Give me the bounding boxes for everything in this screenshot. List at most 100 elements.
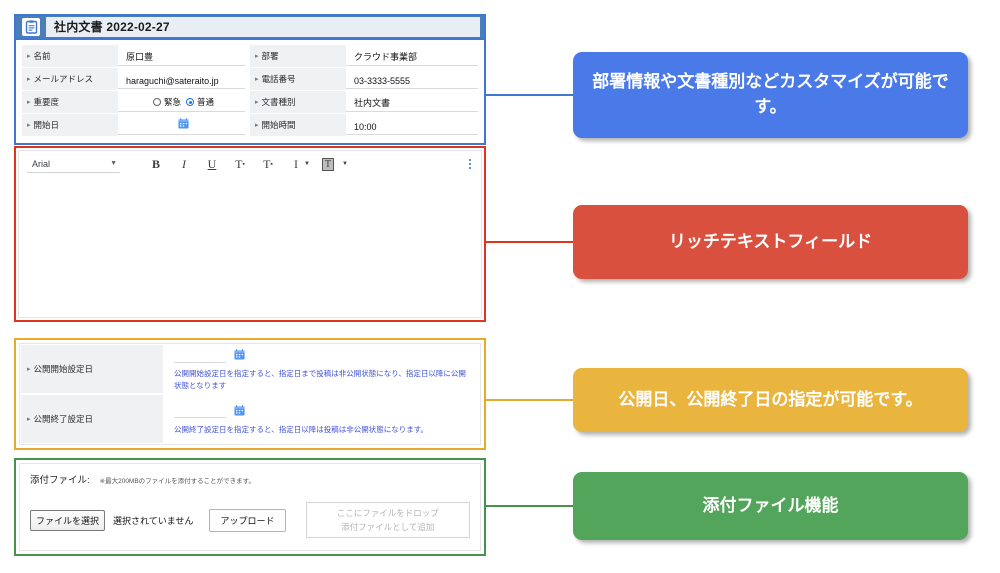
field-label: ▸ 電話番号: [250, 68, 346, 90]
superscript-button[interactable]: T▪: [235, 156, 245, 171]
radio-button-icon[interactable]: [152, 98, 161, 106]
field-label: ▸ メールアドレス: [22, 68, 118, 90]
priority-radio-field: 緊急 普通: [118, 91, 245, 112]
form-column-left: ▸ 名前 原口豊 ▸ メールアドレス haraguchi@sateraito.j…: [22, 45, 250, 137]
field-label: ▸ 文書種別: [250, 91, 346, 113]
form-row-department: ▸ 部署 クラウド事業部: [250, 45, 478, 68]
highlight-color-button[interactable]: T: [314, 153, 342, 175]
field-label-text: 公開終了設定日: [33, 414, 94, 424]
editor-highlight-frame: Arial ▼ B I U T▪ T▪ I ▼ T ▼: [14, 146, 486, 322]
bold-button[interactable]: B: [151, 156, 160, 171]
publish-end-content: 公開終了設定日を指定すると、指定日以降は投稿は非公開状態になります。: [164, 394, 480, 444]
document-type-input[interactable]: 社内文書: [346, 91, 478, 112]
dropzone-line-1: ここにファイルをドロップ: [336, 508, 439, 518]
highlight-color-glyph: T: [321, 157, 334, 171]
text-color-glyph: I: [294, 156, 298, 171]
chevron-down-icon: ▼: [110, 160, 117, 167]
field-label-text: 開始日: [33, 120, 60, 130]
upload-button[interactable]: アップロード: [209, 508, 286, 532]
page-title: 社内文書 2022-02-27: [46, 17, 480, 37]
dates-container: ▸ 公開開始設定日: [19, 343, 481, 445]
field-label-text: メールアドレス: [33, 74, 94, 84]
kebab-menu-icon[interactable]: [469, 159, 473, 169]
bullet-icon: ▸: [255, 52, 259, 60]
attachment-header: 添付ファイル: ※最大200MBのファイルを添付することができます。: [30, 472, 470, 486]
text-color-button[interactable]: I: [282, 153, 310, 175]
bullet-icon: ▸: [255, 98, 259, 106]
publish-start-date-input[interactable]: [174, 350, 226, 363]
callout-publish-dates: 公開日、公開終了日の指定が可能です。: [573, 368, 968, 432]
editor-toolbar: Arial ▼ B I U T▪ T▪ I ▼ T ▼: [19, 151, 481, 177]
field-label-text: 電話番号: [261, 74, 296, 84]
start-date-input[interactable]: [118, 114, 245, 135]
radio-label: 緊急: [163, 97, 181, 107]
form-row-phone: ▸ 電話番号 03-3333-5555: [250, 68, 478, 91]
font-family-value: Arial: [32, 158, 51, 169]
phone-input[interactable]: 03-3333-5555: [346, 68, 478, 89]
field-label: ▸ 開始時間: [250, 114, 346, 136]
department-input[interactable]: クラウド事業部: [346, 45, 478, 66]
connector-line-form: [484, 94, 576, 96]
field-label-text: 文書種別: [261, 97, 296, 107]
clipboard-document-icon: [22, 18, 40, 36]
publish-end-row: ▸ 公開終了設定日: [20, 394, 480, 444]
radio-button-selected-icon[interactable]: [186, 98, 194, 106]
calendar-icon[interactable]: [234, 347, 245, 365]
callout-form-customization: 部署情報や文書種別などカスタマイズが可能です。: [573, 52, 968, 138]
bullet-icon: ▸: [27, 366, 31, 373]
selected-file-status: 選択されていません: [113, 515, 194, 526]
subscript-glyph: T: [263, 156, 271, 171]
radio-option-normal[interactable]: 普通: [186, 96, 214, 108]
attachment-size-hint: ※最大200MBのファイルを添付することができます。: [99, 478, 256, 485]
publish-start-row: ▸ 公開開始設定日: [20, 344, 480, 394]
dates-highlight-frame: ▸ 公開開始設定日: [14, 338, 486, 450]
connector-line-attachments: [486, 505, 576, 507]
chevron-down-icon[interactable]: ▼: [304, 161, 310, 167]
font-family-select[interactable]: Arial ▼: [27, 156, 120, 173]
underline-button[interactable]: U: [207, 156, 217, 171]
rich-text-editor-panel: Arial ▼ B I U T▪ T▪ I ▼ T ▼: [14, 146, 486, 322]
calendar-icon[interactable]: [234, 403, 245, 421]
bullet-icon: ▸: [27, 121, 31, 129]
publish-dates-panel: ▸ 公開開始設定日: [14, 338, 486, 450]
attachment-title: 添付ファイル:: [30, 475, 90, 486]
start-time-input[interactable]: 10:00: [346, 114, 478, 135]
form-column-right: ▸ 部署 クラウド事業部 ▸ 電話番号 03-3333-5555 ▸ 文書種別 …: [250, 45, 478, 137]
form-row-start-time: ▸ 開始時間 10:00: [250, 114, 478, 137]
subscript-button[interactable]: T▪: [263, 156, 273, 171]
email-input[interactable]: haraguchi@sateraito.jp: [118, 68, 245, 89]
field-label-text: 公開開始設定日: [33, 364, 94, 374]
form-body: ▸ 名前 原口豊 ▸ メールアドレス haraguchi@sateraito.j…: [14, 40, 486, 145]
form-row-priority: ▸ 重要度 緊急 普通: [22, 91, 245, 114]
publish-start-content: 公開開始設定日を指定すると、指定日まで投稿は非公開状態になり、指定日以降に公開状…: [164, 344, 480, 394]
field-label: ▸ 名前: [22, 45, 118, 67]
name-input[interactable]: 原口豊: [118, 45, 245, 66]
bullet-icon: ▸: [27, 98, 31, 106]
choose-file-button[interactable]: ファイルを選択: [30, 509, 106, 531]
field-label-text: 重要度: [33, 97, 60, 107]
calendar-icon[interactable]: [178, 117, 189, 131]
connector-line-dates: [486, 399, 576, 401]
publish-end-input-line: [174, 403, 472, 421]
bullet-icon: ▸: [27, 416, 31, 423]
form-row-doctype: ▸ 文書種別 社内文書: [250, 91, 478, 114]
field-label-text: 開始時間: [261, 120, 296, 130]
radio-option-urgent[interactable]: 緊急: [152, 96, 181, 108]
window-title-bar: 社内文書 2022-02-27: [14, 14, 486, 40]
publish-end-date-input[interactable]: [174, 405, 226, 419]
form-row-start-date: ▸ 開始日: [22, 114, 245, 137]
field-label: ▸ 開始日: [22, 114, 118, 136]
field-label: ▸ 公開終了設定日: [21, 395, 163, 443]
chevron-down-icon[interactable]: ▼: [341, 161, 348, 167]
editor-content-area[interactable]: [19, 177, 481, 317]
italic-button[interactable]: I: [182, 156, 186, 171]
attachment-panel: 添付ファイル: ※最大200MBのファイルを添付することができます。 ファイルを…: [14, 458, 486, 556]
publish-start-note: 公開開始設定日を指定すると、指定日まで投稿は非公開状態になり、指定日以降に公開状…: [174, 369, 466, 390]
file-dropzone[interactable]: ここにファイルをドロップ 添付ファイルとして追加: [305, 502, 470, 538]
form-row-name: ▸ 名前 原口豊: [22, 45, 245, 68]
attachment-highlight-frame: 添付ファイル: ※最大200MBのファイルを添付することができます。 ファイルを…: [14, 458, 486, 556]
callout-rich-text-field: リッチテキストフィールド: [573, 205, 968, 279]
radio-label: 普通: [197, 97, 215, 107]
field-label-text: 部署: [261, 51, 279, 61]
dropzone-line-2: 添付ファイルとして追加: [341, 522, 435, 532]
